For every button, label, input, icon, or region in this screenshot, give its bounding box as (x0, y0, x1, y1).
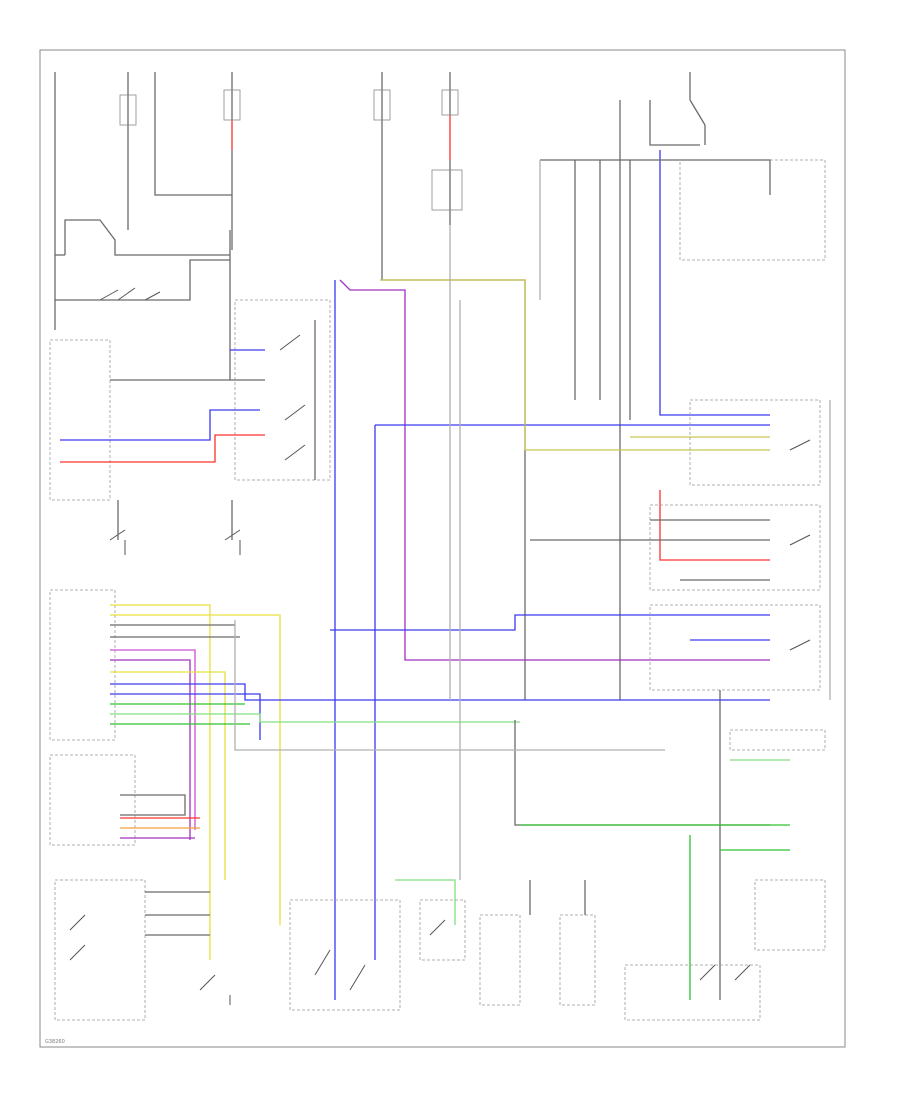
right-relay-blocks (530, 100, 826, 1000)
diagram-frame (39, 49, 846, 1048)
small-switches (109, 500, 241, 555)
page-code: G38260 (45, 1039, 65, 1045)
fuse-blocks (119, 89, 463, 211)
left-connector (49, 339, 265, 501)
top-power-feeds (54, 72, 706, 700)
bottom-switch-assemblies (54, 879, 761, 1021)
ecu-lower (49, 754, 200, 846)
green-routes (395, 729, 826, 1000)
background-traces (234, 160, 831, 880)
upper-left-switches (55, 219, 231, 380)
relay-box-center (234, 299, 331, 481)
ecu-connector (49, 589, 770, 960)
routed-wires (330, 150, 770, 1000)
